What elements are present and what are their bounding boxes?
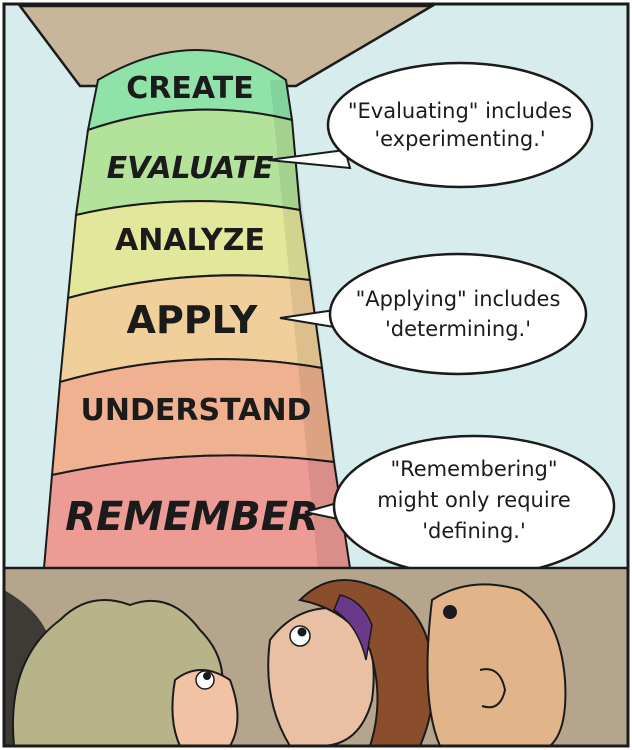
person-middle-headband [333,594,373,661]
person-right-eye [443,605,457,619]
bubble-line: "Applying" includes [356,287,561,311]
bubble-line: "Remembering" [390,457,557,481]
bubble-line: "Evaluating" includes [348,99,572,123]
bubble-line: 'determining.' [385,317,531,341]
bubble-line: 'defining.' [422,519,525,543]
person-right-ear [479,668,507,709]
speech-bubble-applying: "Applying" includes 'determining.' [279,252,588,376]
person-left [12,599,239,747]
speech-bubble-remembering: "Remembering" might only require 'defini… [304,434,616,578]
person-right-head [426,583,567,747]
tier-label-create: CREATE [126,71,253,106]
speech-bubble-evaluating: "Evaluating" includes 'experimenting.' [267,61,594,189]
bubble-body [326,61,594,189]
tier-remember [42,454,352,569]
tier-label-analyze: ANALYZE [115,223,265,258]
bubble-body [328,252,588,376]
person-right [426,583,567,747]
bubble-line: might only require [377,488,571,512]
tier-label-evaluate: EVALUATE [107,151,274,186]
bubble-line: 'experimenting.' [374,127,545,151]
tier-label-apply: APPLY [127,298,258,342]
tier-label-understand: UNDERSTAND [81,393,312,428]
person-left-pupil [203,672,211,680]
person-middle-pupil [297,627,307,637]
tier-label-remember: REMEMBER [65,494,319,540]
person-middle [267,579,435,747]
